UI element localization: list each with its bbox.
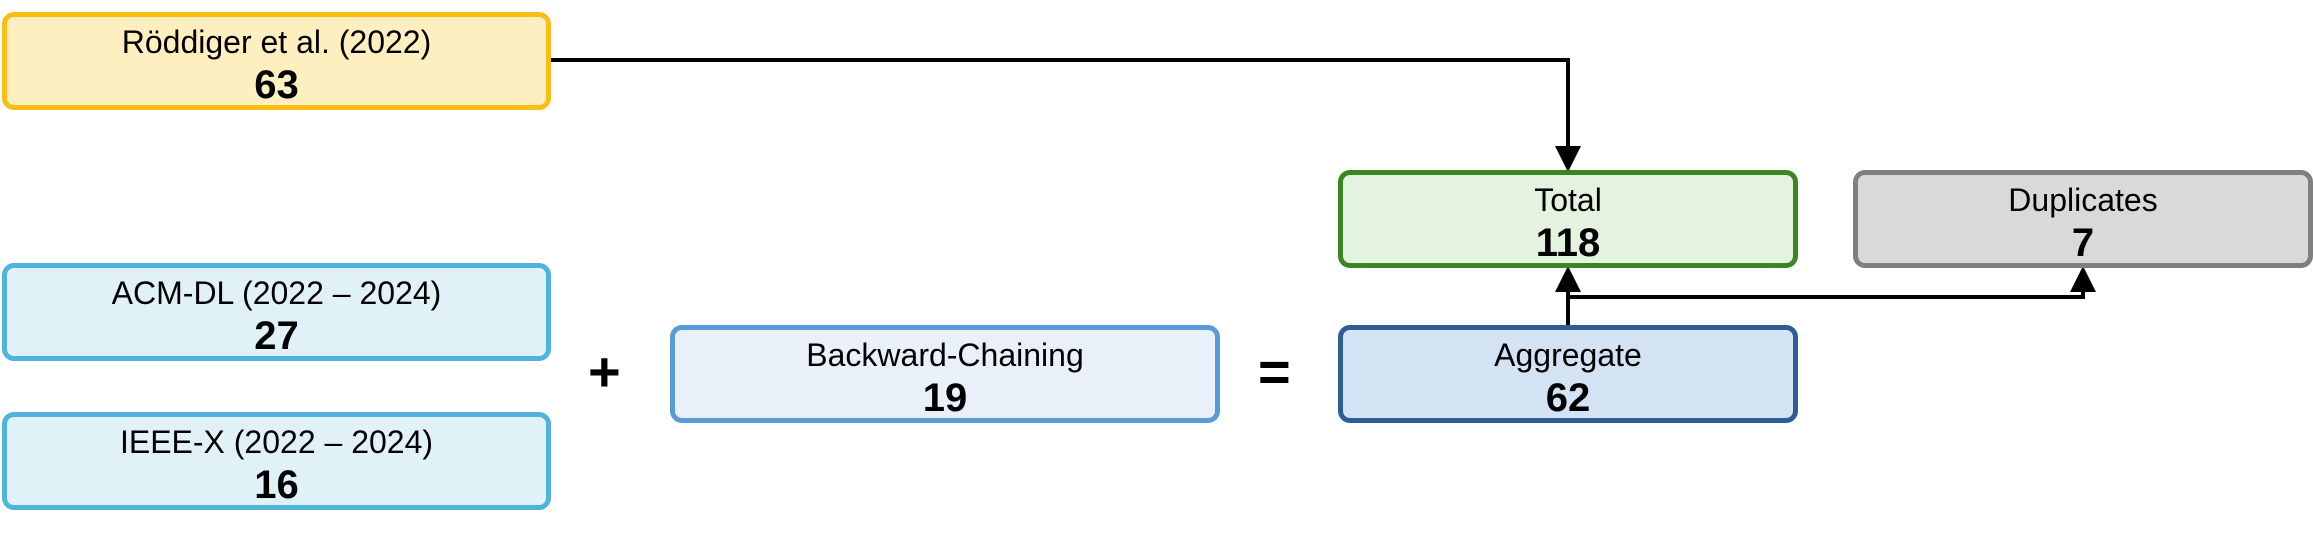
roddiger-box: Röddiger et al. (2022) 63	[2, 12, 551, 110]
aggregate-label: Aggregate	[1494, 337, 1642, 373]
total-count: 118	[1535, 221, 1601, 265]
acm-dl-label: ACM-DL (2022 – 2024)	[111, 275, 442, 311]
ieee-x-box: IEEE-X (2022 – 2024) 16	[2, 412, 551, 510]
roddiger-count: 63	[254, 63, 299, 107]
acm-dl-count: 27	[254, 314, 299, 358]
backward-chaining-count: 19	[922, 376, 968, 420]
equals-operator: =	[1258, 340, 1291, 403]
total-label: Total	[1534, 182, 1602, 218]
arrow-aggregate-to-duplicates	[1568, 266, 2096, 299]
duplicates-box: Duplicates 7	[1853, 170, 2313, 268]
roddiger-label: Röddiger et al. (2022)	[121, 24, 432, 60]
plus-operator: +	[588, 340, 621, 403]
duplicates-label: Duplicates	[2008, 182, 2158, 218]
backward-chaining-box: Backward-Chaining 19	[670, 325, 1220, 423]
aggregate-box: Aggregate 62	[1338, 325, 1798, 423]
backward-chaining-label: Backward-Chaining	[806, 337, 1084, 373]
ieee-x-count: 16	[254, 463, 299, 507]
duplicates-count: 7	[2071, 221, 2095, 265]
acm-dl-box: ACM-DL (2022 – 2024) 27	[2, 263, 551, 361]
total-box: Total 118	[1338, 170, 1798, 268]
ieee-x-label: IEEE-X (2022 – 2024)	[119, 424, 434, 460]
aggregate-count: 62	[1545, 376, 1591, 420]
arrow-roddiger-to-total	[551, 58, 1581, 172]
